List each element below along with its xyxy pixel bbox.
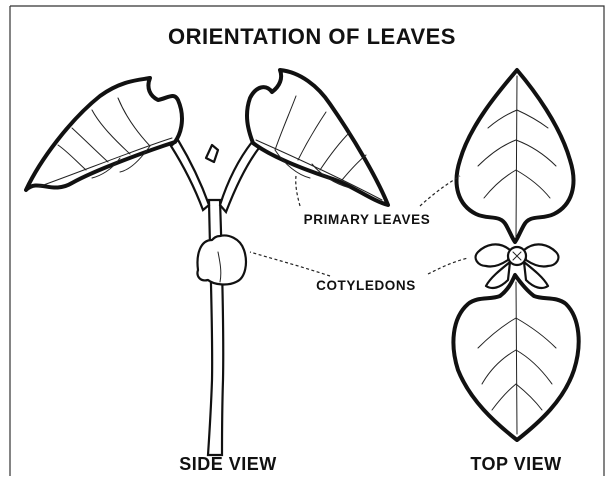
primary-leaves-label: PRIMARY LEAVES <box>304 212 431 227</box>
top-view-plant <box>453 70 578 440</box>
top-view-upper-leaf <box>457 70 574 242</box>
right-primary-leaf <box>247 70 388 205</box>
right-petiole <box>220 142 259 212</box>
left-petiole <box>171 140 209 210</box>
top-view-label: TOP VIEW <box>470 454 561 474</box>
cotyledon-side-view <box>197 236 245 285</box>
cotyledons-arrow-right <box>428 258 468 274</box>
diagram-title: ORIENTATION OF LEAVES <box>168 24 456 49</box>
cotyledons-arrow-left <box>250 252 330 276</box>
primary-leaves-arrow-left <box>296 176 300 206</box>
side-view-label: SIDE VIEW <box>179 454 277 474</box>
side-view-plant <box>26 70 388 455</box>
cotyledons-label: COTYLEDONS <box>316 278 416 293</box>
terminal-bud <box>206 145 218 162</box>
primary-leaves-arrow-right <box>420 176 460 206</box>
